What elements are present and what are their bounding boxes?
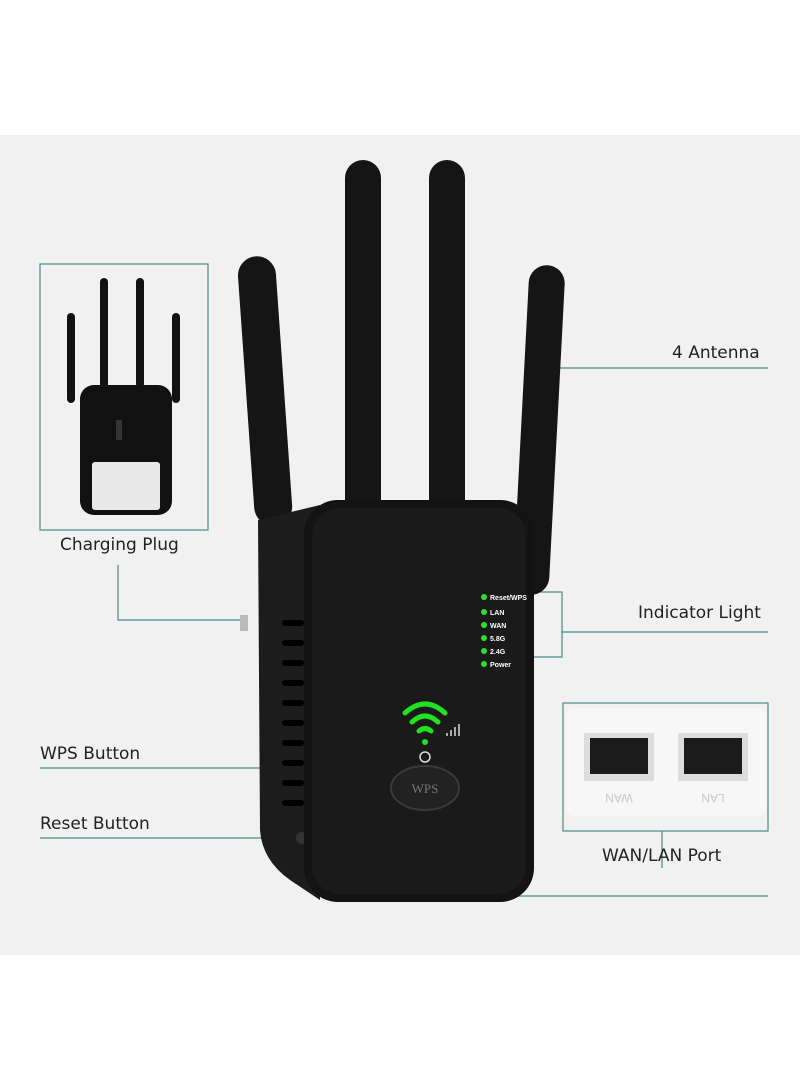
globe-icon	[419, 751, 431, 763]
callout-antenna: 4 Antenna	[672, 343, 760, 363]
signal-bars-icon	[446, 724, 460, 736]
wifi-icon	[402, 701, 448, 734]
callout-indicator-light: Indicator Light	[638, 603, 761, 623]
port-inset: WAN LAN	[566, 708, 766, 816]
plug-pin	[240, 615, 248, 631]
callout-wps-button: WPS Button	[40, 744, 141, 764]
port-label: WAN	[605, 791, 633, 805]
callout-wan-lan-port: WAN/LAN Port	[602, 846, 722, 866]
wps-button-label: WPS	[412, 781, 439, 796]
charging-plug-inset-frame	[39, 263, 209, 531]
wps-button[interactable]: WPS	[390, 765, 460, 811]
callout-reset-button: Reset Button	[40, 814, 150, 834]
callout-charging-plug: Charging Plug	[60, 535, 179, 555]
side-vents	[282, 620, 304, 806]
indicator-label: Reset/WPS	[490, 595, 527, 602]
port-label: LAN	[701, 791, 724, 805]
indicator-leds: Reset/WPS LAN WAN 5.8G 2.4G Power	[481, 594, 527, 669]
indicator-label: 2.4G	[490, 649, 506, 656]
indicator-label: LAN	[490, 610, 504, 617]
port-inset-frame	[562, 702, 769, 832]
indicator-label: WAN	[490, 623, 506, 630]
indicator-label: Power	[490, 662, 511, 669]
charging-plug-inset	[67, 278, 180, 515]
indicator-label: 5.8G	[490, 636, 506, 643]
